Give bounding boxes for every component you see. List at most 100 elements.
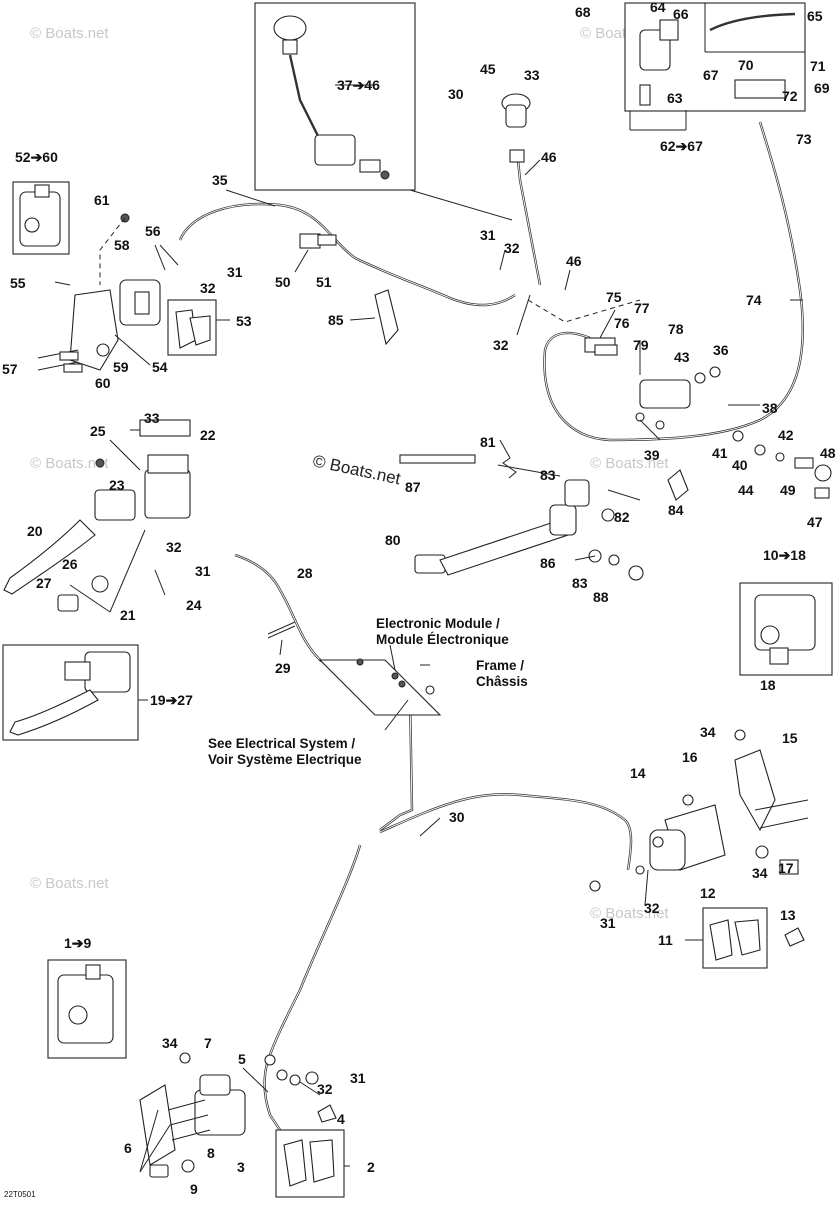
annotations: Electronic Module / Module Électronique … [4,616,528,1199]
callout: 53 [236,313,252,329]
callout: 19➔27 [150,692,193,708]
callout: 23 [109,477,125,493]
inset-brake-62-67 [624,2,806,112]
callout: 55 [10,275,26,291]
callout: 84 [668,502,684,518]
watermark: © Boats.net [590,455,669,472]
callout: 46 [541,149,557,165]
callout: 69 [814,80,830,96]
callout: 87 [405,479,421,495]
callout: 37➔46 [337,77,380,93]
callout: 78 [668,321,684,337]
callout: 64 [650,0,666,15]
callout: 49 [780,482,796,498]
inset-pads-2 [275,1129,345,1198]
watermark: © Boats.net [30,455,109,472]
callout: 17 [778,860,794,876]
callout: 40 [732,457,748,473]
callout: 57 [2,361,18,377]
callout: 56 [145,223,161,239]
callout: 75 [606,289,622,305]
callout: 73 [796,131,812,147]
callout: 31 [195,563,211,579]
callout: 5 [238,1051,246,1067]
callout: 46 [566,253,582,269]
brake-lines [178,121,804,1131]
callout: 50 [275,274,291,290]
callout: 36 [713,342,729,358]
callout: 11 [658,932,673,948]
callout: 26 [62,556,78,572]
callout: 13 [780,907,796,923]
callout: 65 [807,8,823,24]
callout: 31 [600,915,616,931]
callout: 86 [540,555,556,571]
callout: 14 [630,765,646,781]
callout: 72 [782,88,798,104]
callout: 66 [673,6,689,22]
electronic-module-panel [318,658,442,716]
callout: 67 [703,67,719,83]
callout: 34 [162,1035,178,1051]
callout: 77 [634,300,650,316]
inset-caliper-10-18 [739,582,833,676]
callout: 8 [207,1145,215,1161]
callout: 35 [212,172,228,188]
callout: 54 [152,359,168,375]
watermark: © Boats.net [590,905,669,922]
component-sketches [3,93,832,1178]
callout: 1➔9 [64,935,92,951]
watermark-center: © Boats.net [311,451,402,488]
callout: 27 [36,575,52,591]
callout: 31 [480,227,496,243]
callout: 25 [90,423,106,439]
callout: 28 [297,565,313,581]
callout: 48 [820,445,836,461]
callout: 76 [614,315,630,331]
frame-label-fr: Châssis [476,674,528,689]
callout: 62➔67 [660,138,703,154]
callout: 81 [480,434,496,450]
callout: 7 [204,1035,212,1051]
callout: 38 [762,400,778,416]
callout: 34 [700,724,716,740]
callout: 33 [144,410,160,426]
electrical-label-fr: Voir Système Electrique [208,752,362,767]
inset-master-cylinder [254,2,416,191]
callout: 74 [746,292,762,308]
callout: 51 [316,274,332,290]
callout: 22 [200,427,216,443]
callout: 12 [700,885,716,901]
module-label-en: Electronic Module / [376,616,500,631]
callout: 42 [778,427,794,443]
callout: 79 [633,337,649,353]
inset-lever-19-27 [2,644,139,741]
inset-caliper-1-9 [47,959,127,1059]
callout: 82 [614,509,630,525]
callout: 58 [114,237,130,253]
callout: 3 [237,1159,245,1175]
callout: 9 [190,1181,198,1197]
callout: 30 [448,86,464,102]
frame-label-en: Frame / [476,658,524,673]
callout: 60 [95,375,111,391]
callout: 16 [682,749,698,765]
callout: 20 [27,523,43,539]
callout: 32 [166,539,182,555]
callout: 32 [493,337,509,353]
callout: 32 [504,240,520,256]
callout: 30 [449,809,465,825]
callout: 47 [807,514,823,530]
callout: 80 [385,532,401,548]
callout: 59 [113,359,129,375]
callout: 18 [760,677,776,693]
callout: 32 [317,1081,333,1097]
callout: 71 [810,58,826,74]
callout: 24 [186,597,202,613]
callout: 70 [738,57,754,73]
callout: 63 [667,90,683,106]
callout: 29 [275,660,291,676]
